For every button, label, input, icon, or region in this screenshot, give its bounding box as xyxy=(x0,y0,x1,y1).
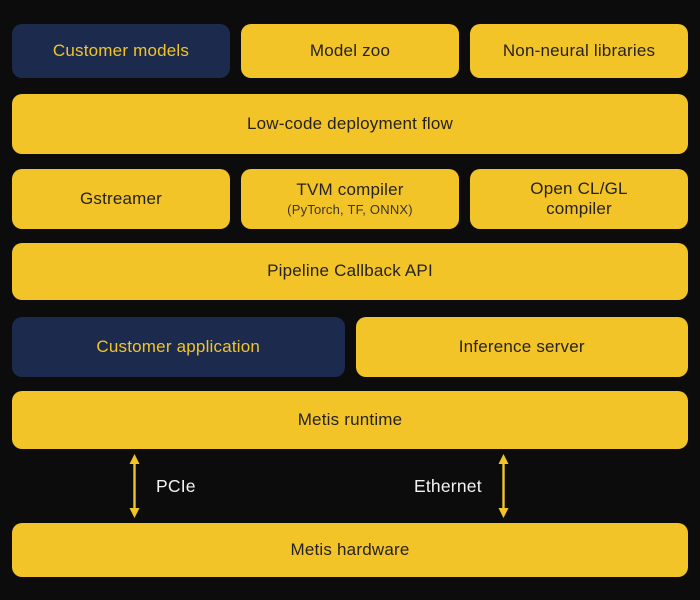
row-models: Customer models Model zoo Non-neural lib… xyxy=(12,24,688,78)
box-metis-hardware: Metis hardware xyxy=(12,523,688,577)
opencl-gl-compiler-label: Open CL/GL compiler xyxy=(530,178,628,218)
box-customer-models: Customer models xyxy=(12,24,230,78)
row-deployment: Low-code deployment flow xyxy=(12,94,688,154)
box-pipeline-callback-api: Pipeline Callback API xyxy=(12,243,688,300)
box-gstreamer: Gstreamer xyxy=(12,169,230,229)
tvm-compiler-subtitle: (PyTorch, TF, ONNX) xyxy=(287,202,413,218)
box-customer-application: Customer application xyxy=(12,317,345,377)
row-runtime: Metis runtime xyxy=(12,391,688,449)
row-application: Customer application Inference server xyxy=(12,317,688,377)
ethernet-label: Ethernet xyxy=(414,475,482,496)
pcie-connector: PCIe xyxy=(128,454,196,518)
row-hardware: Metis hardware xyxy=(12,523,688,577)
row-pipeline-api: Pipeline Callback API xyxy=(12,243,688,300)
box-inference-server: Inference server xyxy=(355,317,688,377)
ethernet-connector: Ethernet xyxy=(414,454,510,518)
box-metis-runtime: Metis runtime xyxy=(12,391,688,449)
runtime-hardware-connectors: PCIe Ethernet xyxy=(12,449,688,523)
pcie-label: PCIe xyxy=(156,475,196,496)
row-compilers: Gstreamer TVM compiler (PyTorch, TF, ONN… xyxy=(12,169,688,229)
box-non-neural-libraries: Non-neural libraries xyxy=(470,24,688,78)
box-low-code-deployment-flow: Low-code deployment flow xyxy=(12,94,688,154)
box-tvm-compiler: TVM compiler (PyTorch, TF, ONNX) xyxy=(241,169,459,229)
ethernet-arrow-icon xyxy=(498,454,509,518)
box-opencl-gl-compiler: Open CL/GL compiler xyxy=(470,169,688,229)
box-model-zoo: Model zoo xyxy=(241,24,459,78)
pcie-arrow-icon xyxy=(129,454,140,518)
tvm-compiler-title: TVM compiler xyxy=(296,180,404,199)
